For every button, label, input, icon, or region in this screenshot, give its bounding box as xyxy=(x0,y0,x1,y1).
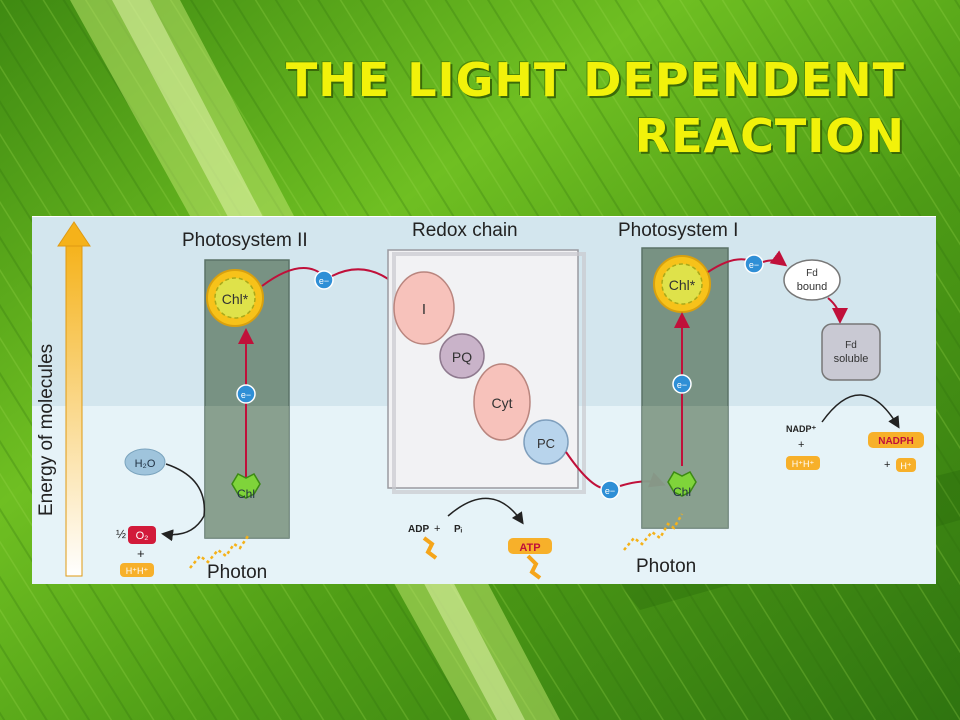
ps2-plus: + xyxy=(137,546,145,561)
transfer-electron-3 xyxy=(744,254,764,274)
ps2-protons-label: H⁺H⁺ xyxy=(126,566,149,576)
ps1-chl-excited-label: Chl* xyxy=(669,277,696,293)
photon-ps2-label: Photon xyxy=(207,562,267,583)
redox-chain: I PQ Cyt PC xyxy=(387,249,603,494)
title-line-1: The Light Dependent xyxy=(285,53,905,107)
ps1-protons xyxy=(786,456,820,470)
transfer-electron-1-label: e− xyxy=(319,276,329,286)
ps2-chl-label: Chl xyxy=(237,487,255,501)
energy-axis-label: Energy of molecules xyxy=(36,344,57,516)
transfer-electron-3-label: e− xyxy=(749,260,759,270)
atp-label: ATP xyxy=(519,542,540,554)
slide-title: The Light Dependent Reaction xyxy=(255,52,905,164)
adp-label: ADP xyxy=(408,524,429,535)
fd-bound: Fd bound xyxy=(783,259,841,301)
atp-badge xyxy=(508,538,552,554)
fd-soluble: Fd soluble xyxy=(821,323,881,381)
atp-plus: + xyxy=(434,523,440,535)
photosystem-ii: Chl* e− Chl xyxy=(204,259,290,539)
ps1-header: Photosystem I xyxy=(618,220,738,241)
photon-ps1-label: Photon xyxy=(636,556,696,577)
oxygen-label: O₂ xyxy=(136,530,149,542)
fd-bound-line1: Fd xyxy=(806,268,818,279)
carrier-cyt-label: Cyt xyxy=(492,395,513,411)
ps1-proton-label: H⁺ xyxy=(900,461,911,471)
ps1-electron xyxy=(672,374,692,394)
atp-synthesis: ADP + Pᵢ ATP xyxy=(408,497,552,580)
ps2-electron xyxy=(236,384,256,404)
fd-bound-line2: bound xyxy=(797,281,828,293)
redox-header: Redox chain xyxy=(412,220,518,241)
carrier-pc-label: PC xyxy=(537,436,555,451)
water-splitting: H₂O ½ O₂ + H⁺H⁺ xyxy=(116,448,206,577)
ps2-header: Photosystem II xyxy=(182,230,308,251)
oxygen-badge xyxy=(128,526,156,544)
fd-soluble-line1: Fd xyxy=(845,340,857,351)
ps1-electron-label: e− xyxy=(677,380,687,390)
ps1-chl-label: Chl xyxy=(673,485,691,499)
transfer-electron-2 xyxy=(600,480,620,500)
nadph-plus: + xyxy=(884,459,890,471)
fd-soluble-line2: soluble xyxy=(834,353,869,365)
nadp-label: NADP⁺ xyxy=(786,424,817,434)
light-reaction-diagram: Energy of molecules Photosystem II Redox… xyxy=(32,216,936,584)
ps2-chl-excited-label: Chl* xyxy=(222,291,249,307)
transfer-electron-1 xyxy=(314,270,334,290)
ps2-electron-label: e− xyxy=(241,390,251,400)
ps1-proton xyxy=(896,458,916,472)
ps2-chl xyxy=(231,473,261,499)
energy-axis: Energy of molecules xyxy=(36,221,91,577)
ps1-chl xyxy=(667,471,697,497)
photon-ps2: Photon xyxy=(189,535,267,583)
pi-label: Pᵢ xyxy=(454,524,463,535)
ps1-protons-label: H⁺H⁺ xyxy=(792,459,815,469)
photon-ps1: Photon xyxy=(623,513,696,577)
carrier-pq xyxy=(439,333,485,379)
nadph-label: NADPH xyxy=(878,436,914,447)
ps2-protons xyxy=(120,563,154,577)
nadph-formation: NADP⁺ + H⁺H⁺ NADPH + H⁺ xyxy=(786,394,924,472)
transfer-electron-2-label: e− xyxy=(605,486,615,496)
carrier-cyt xyxy=(473,363,531,441)
nadp-plus: + xyxy=(798,439,804,451)
oxygen-fraction: ½ xyxy=(116,527,126,541)
carrier-i-label: I xyxy=(422,301,426,318)
title-line-2: Reaction xyxy=(634,109,905,163)
carrier-i xyxy=(393,271,455,345)
nadph-badge xyxy=(868,432,924,448)
carrier-pc xyxy=(523,419,569,465)
water-label: H₂O xyxy=(135,458,156,470)
photosystem-i: Chl* e− Chl xyxy=(641,247,729,529)
carrier-pq-label: PQ xyxy=(452,349,472,365)
